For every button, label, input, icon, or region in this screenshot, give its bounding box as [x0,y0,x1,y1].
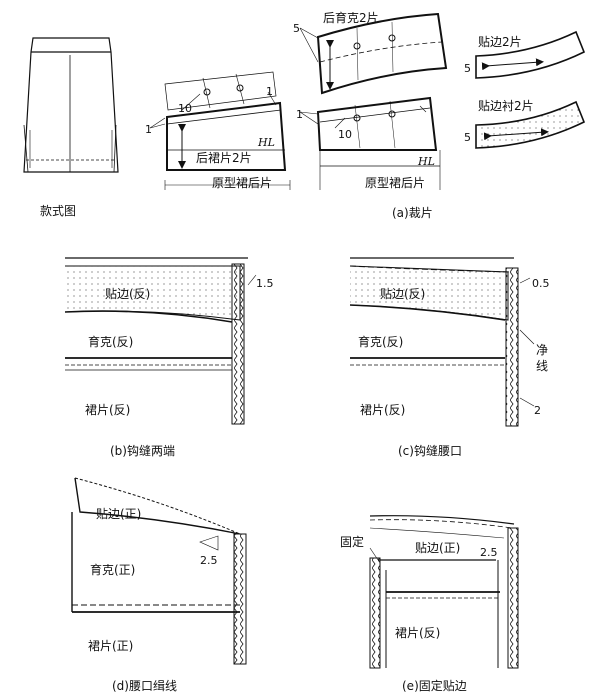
hl-label-2: HL [417,155,435,168]
c-facing: 贴边(反) [380,287,425,301]
grain-arrow-3 [481,58,544,71]
yoke-label: 后育克2片 [323,10,379,25]
e-facing: 贴边(正) [415,541,460,555]
e-skirt: 裙片(反) [395,626,440,640]
d-caption: (d)腰口缉线 [112,679,177,693]
label-5-b: 5 [464,62,471,75]
c-skirt: 裙片(反) [360,403,405,417]
facing-label: 贴边2片 [478,35,522,49]
label-1-a: 1 [145,123,152,136]
back-skirt-label: 后裙片2片 [196,151,252,165]
pattern-label-2: 原型裙后片 [365,176,425,190]
b-yoke: 育克(反) [88,334,133,349]
style-caption: 款式图 [40,204,76,218]
c-yoke: 育克(反) [358,334,403,349]
back-yoke-piece [316,12,448,95]
b-caption: (b)钩缝两端 [110,443,175,458]
grain-arrow-4 [483,128,549,141]
b-dim: 1.5 [256,277,274,290]
pattern-label-1: 原型裙后片 [212,176,272,190]
c-dim1: 0.5 [532,277,550,290]
panel-d [71,477,247,665]
d-facing: 贴边(正) [96,507,141,521]
c-caption: (c)钩缝腰口 [398,443,462,458]
facing-piece [475,30,586,79]
facing-interlining-label: 贴边衬2片 [478,99,534,113]
skirt-sketch [23,37,119,173]
b-skirt: 裙片(反) [85,403,130,417]
panel-b [64,257,248,425]
back-skirt-piece [164,71,291,190]
panel-c [349,257,519,427]
cut-caption: (a)裁片 [392,206,433,220]
e-caption: (e)固定贴边 [402,678,467,693]
label-1-c: 1 [296,108,303,121]
hl-label-1: HL [257,136,275,149]
panel-e [369,515,519,669]
d-skirt: 裙片(正) [88,639,133,653]
d-yoke: 育克(正) [90,562,135,577]
e-dim: 2.5 [480,546,498,559]
c-net-1: 净 [536,343,548,357]
label-10-b: 10 [338,128,352,141]
c-dim2: 2 [534,404,541,417]
e-fix: 固定 [340,534,364,549]
b-facing: 贴边(反) [105,287,150,301]
label-10-a: 10 [178,102,192,115]
d-dim: 2.5 [200,554,218,567]
label-5-c: 5 [464,131,471,144]
yoke-on-pattern [316,96,441,190]
label-5-a: 5 [293,22,300,35]
c-net-2: 线 [536,359,548,373]
label-1-b: 1 [266,85,273,98]
